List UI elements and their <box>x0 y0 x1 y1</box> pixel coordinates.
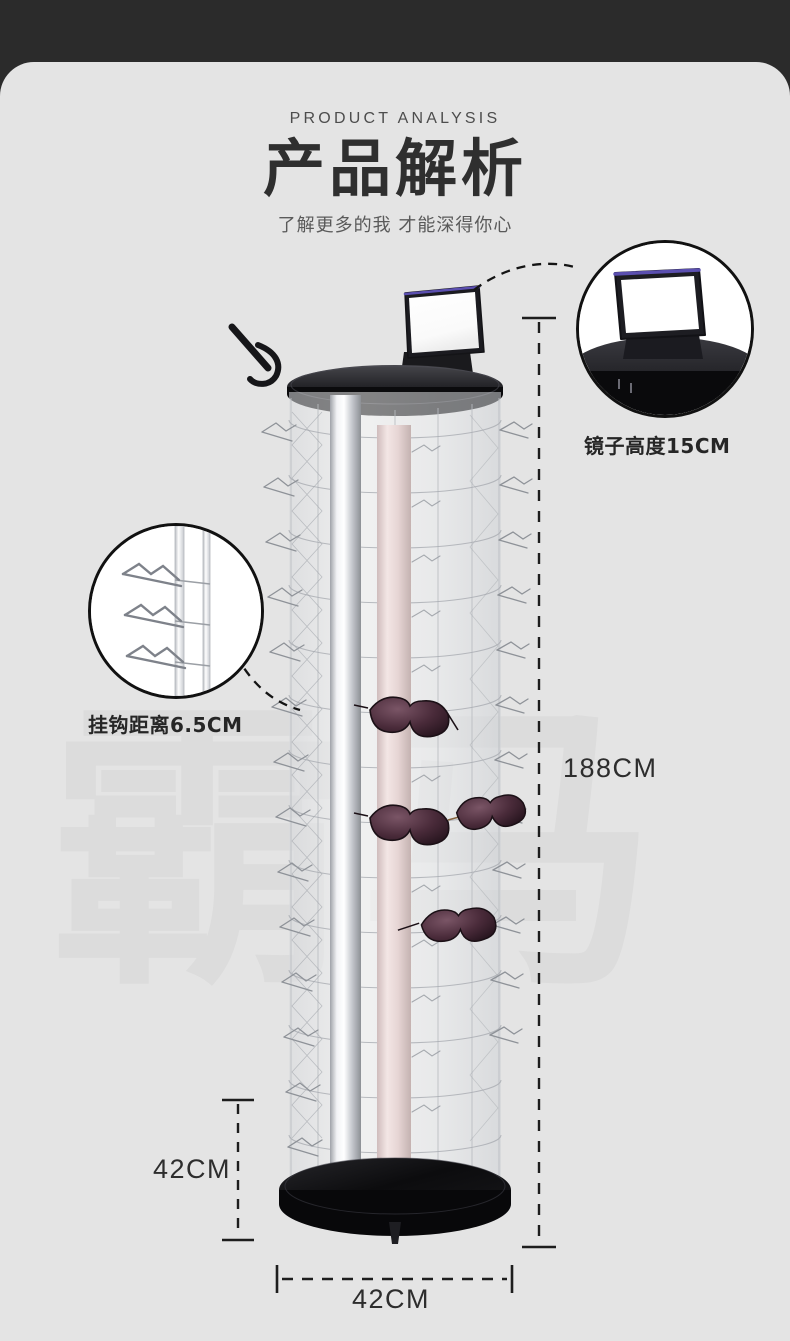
content-panel: 霸马 <box>0 62 790 1341</box>
callout-mirror <box>576 240 754 418</box>
dimension-width <box>275 1265 514 1293</box>
dimension-base-height <box>222 1098 254 1242</box>
header-subtitle: 了解更多的我 才能深得你心 <box>277 215 513 237</box>
page-title: 产品解析 <box>262 132 527 205</box>
connector-mirror <box>473 262 579 291</box>
callout-hook <box>88 523 264 699</box>
header-eyebrow: PRODUCT ANALYSIS <box>289 110 501 127</box>
base-disc <box>279 1157 511 1244</box>
handle-icon <box>228 323 282 387</box>
header: PRODUCT ANALYSIS 产品解析 了解更多的我 才能深得你心 <box>0 62 790 237</box>
callout-hook-label: 挂钩距离6.5CM <box>88 713 243 737</box>
product-illustration <box>222 262 579 1293</box>
sunglasses-icon <box>353 696 527 943</box>
dimension-width-label: 42CM <box>352 1284 431 1314</box>
callout-mirror-label: 镜子高度15CM <box>584 434 731 458</box>
dimension-height-label: 188CM <box>563 753 658 783</box>
dimension-height <box>522 316 556 1249</box>
chrome-pole <box>330 395 361 1185</box>
dimension-base-height-label: 42CM <box>153 1154 232 1184</box>
